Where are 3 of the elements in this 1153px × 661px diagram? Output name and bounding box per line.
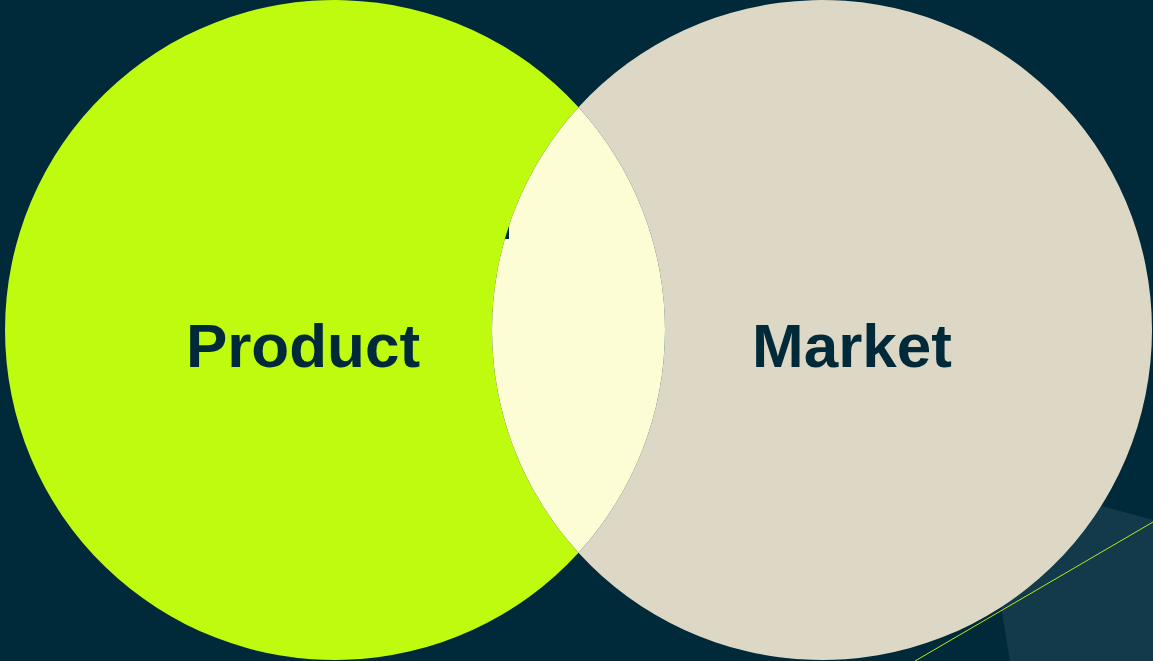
circle-label: Market xyxy=(752,309,952,381)
circle-label: Product xyxy=(185,309,421,381)
overlap-region xyxy=(492,107,665,553)
